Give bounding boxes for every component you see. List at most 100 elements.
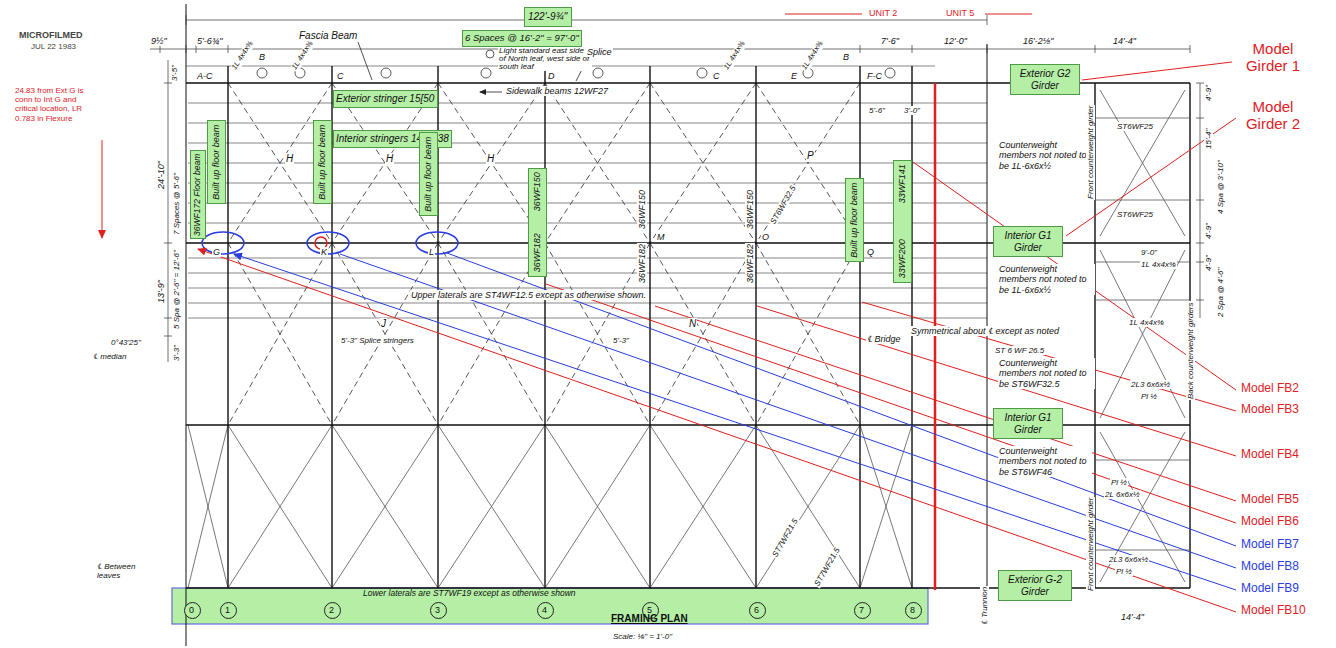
text-group: 4 <box>542 605 547 615</box>
drawing-note: Upper laterals are ST4WF12.5 except as o… <box>410 290 647 300</box>
drawing-note: 1L 4x4x⅜ <box>290 39 316 73</box>
box-text: Built up floor beam <box>211 124 221 199</box>
drawing-note: Pl ½ <box>1140 392 1158 401</box>
unit-boundary <box>934 83 937 590</box>
drawing-note: Splice <box>586 47 613 57</box>
stringer-lines <box>186 66 987 318</box>
drawing-note: 36WF150 <box>745 189 755 230</box>
drawing-note: 5'-3" <box>612 336 630 345</box>
drawing-note: ST7WF21.5 <box>812 545 842 588</box>
drawing-note: F-C <box>866 71 883 81</box>
drawing-note: 3'-0" <box>903 106 921 115</box>
text-group: Built up floor beam <box>211 124 221 199</box>
callout-label: Model FB10 <box>1240 604 1307 618</box>
drawing-note: E <box>790 71 798 81</box>
text-group: 6 Spaces @ 16'-2" = 97'-0" <box>465 33 579 44</box>
text-group: Interior G1 Girder <box>997 412 1059 435</box>
box-text: 122'-9¾" <box>528 11 567 22</box>
callout-label: UNIT 5 <box>945 8 975 18</box>
drawing-note: Back counterweight girders <box>1186 302 1195 401</box>
highlight-box: Built up floor beam <box>313 120 332 204</box>
drawing-note: 9½" <box>150 36 168 46</box>
drawing-note: 7'-6" <box>880 36 900 46</box>
box-text: 36WF150 <box>532 172 542 211</box>
highlight-box: Built up floor beam <box>207 120 226 204</box>
text-group: Exterior stringer 15[50 <box>336 93 434 105</box>
drawing-note: 4'-9" <box>1204 254 1213 272</box>
callout-label: Model Girder 2 <box>1236 98 1310 133</box>
drawing-note: 16'-2⅛" <box>1022 36 1054 46</box>
callout-label: Model FB2 <box>1240 382 1300 396</box>
drawing-note: ST 6 WF 26.5 <box>994 346 1045 355</box>
drawing-note: 7 Spaces @ 5'-6" <box>172 172 181 236</box>
drawing-note: 9'-0" <box>1140 248 1158 257</box>
text-group: Built up floor beam <box>849 182 859 257</box>
box-text: 2 <box>329 605 334 615</box>
drawing-note: 14'-4" <box>1112 36 1137 46</box>
drawing-note: 1L 4x4x⅜ <box>800 39 826 73</box>
drawing-note: B <box>258 52 266 62</box>
callout-label: UNIT 2 <box>868 8 898 18</box>
drawing-note: G <box>212 247 221 257</box>
highlight-box: 36WF15036WF182 <box>528 168 547 277</box>
box-text: Built up floor beam <box>317 124 327 199</box>
circled-number: 0 <box>184 602 201 619</box>
drawing-note: H <box>385 153 394 165</box>
drawing-note: Counterweight members not noted to be 1L… <box>998 140 1095 171</box>
drawing-note: N <box>688 318 697 330</box>
drawing-note: 3'-5" <box>170 64 179 82</box>
text-group: Built up floor beam <box>423 136 433 211</box>
drawing-note: 13'-9" <box>156 279 166 304</box>
drawing-note: 5'-3" Splice stringers <box>340 336 415 345</box>
drawing-note: 36WF182 <box>745 243 755 284</box>
drawing-note: Light standard east side of North leaf, … <box>498 47 592 71</box>
drawing-note: O <box>761 232 770 242</box>
text-group: 1 <box>225 605 230 615</box>
box-text: 7 <box>859 605 864 615</box>
text-group: Exterior G2 Girder <box>1014 68 1076 91</box>
box-text: 33WF200 <box>897 239 907 278</box>
box-text: 33WF141 <box>897 164 907 203</box>
drawing-note: ST6WF25 <box>1116 122 1154 131</box>
drawing-note: Scale: ⅛" = 1'-0" <box>612 632 673 641</box>
highlight-box: Exterior G-2 Girder <box>998 570 1072 601</box>
highlight-box: 33WF141 33WF200 <box>893 160 912 283</box>
drawing-note: 4'-9" <box>1204 84 1213 102</box>
text-group: Built up floor beam <box>317 124 327 199</box>
drawing-note: 2L3 6x6x½ <box>1108 555 1149 564</box>
text-group: 122'-9¾" <box>528 11 567 23</box>
drawing-note: 1L 4x4x⅜ <box>1140 260 1177 269</box>
highlight-box: Built up floor beam <box>845 178 864 262</box>
drawing-title: FRAMING PLAN <box>610 613 689 625</box>
callout-label: 24.83 from Ext G is conn to Int G and cr… <box>14 86 96 123</box>
box-text: 1 <box>225 605 230 615</box>
box-text: Exterior G2 Girder <box>1014 68 1076 91</box>
box-text: 3 <box>435 605 440 615</box>
drawing-note: ℄ Bridge <box>866 334 902 344</box>
number-band <box>172 588 928 624</box>
circled-number: 3 <box>430 602 447 619</box>
drawing-note: 5'-6¾" <box>196 36 223 46</box>
drawing-note: Front counterweight girder <box>1086 105 1095 200</box>
circled-number: 8 <box>905 602 922 619</box>
highlight-box: 6 Spaces @ 16'-2" = 97'-0" <box>462 30 582 47</box>
dimension-lines <box>150 15 1204 362</box>
drawing-note: C <box>712 71 721 81</box>
drawing-note: Lower laterals are ST7WF19 except as oth… <box>362 589 577 599</box>
drawing-note: B <box>842 52 850 62</box>
callout-label: Model FB8 <box>1240 560 1300 574</box>
drawing-note: P <box>806 150 815 162</box>
drawing-note: ℄ median <box>92 352 127 361</box>
drawing-note: 2 Spa @ 4'-6" <box>1216 267 1225 318</box>
counterweight-bracing <box>1095 90 1190 582</box>
text-group: Exterior G-2 Girder <box>1002 574 1068 597</box>
text-group: 33WF141 33WF200 <box>897 164 907 278</box>
circled-number: 6 <box>749 602 766 619</box>
box-text: Exterior G-2 Girder <box>1002 574 1068 597</box>
drawing-note: 36WF150 <box>637 189 647 230</box>
highlight-box: Exterior stringer 15[50 <box>333 90 438 108</box>
drawing-note: Front counterweight girder <box>1086 497 1095 592</box>
drawing-note: 2L3 6x6x½ <box>1130 380 1171 389</box>
callout-label: Model FB5 <box>1240 493 1300 507</box>
